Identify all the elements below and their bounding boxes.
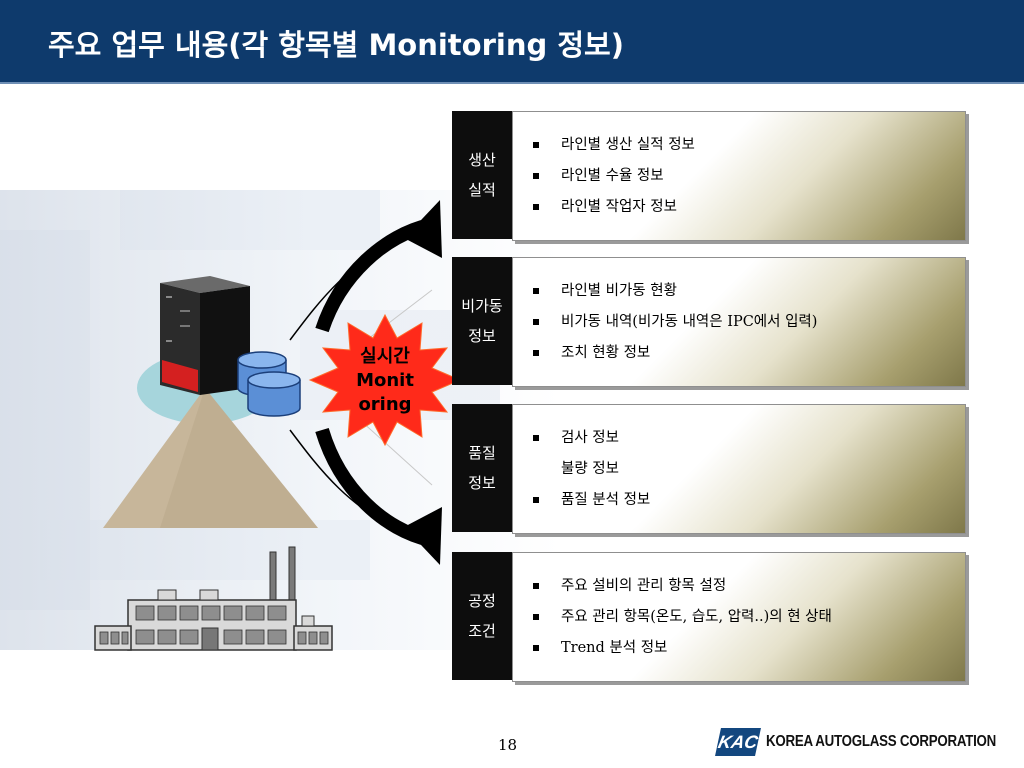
starburst-line-1: 실시간: [360, 346, 410, 367]
company-logo: KAC KOREA AUTOGLASS CORPORATION: [715, 727, 1024, 757]
panel-process: 주요 설비의 관리 항목 설정 주요 관리 항목(온도, 습도, 압력..)의 …: [512, 552, 966, 682]
starburst-label: 실시간 Monit oring: [330, 345, 440, 417]
category-label-downtime: 비가동 정보: [452, 257, 512, 385]
factory-icon: [94, 546, 333, 651]
starburst-line-2: Monit: [356, 370, 414, 391]
bullet-icon: [533, 288, 539, 294]
lower-arrow: [315, 427, 442, 565]
bullet-icon: [533, 319, 539, 325]
server-icon: [160, 276, 250, 395]
list-item: 품질 분석 정보: [533, 489, 650, 520]
bullet-icon: [533, 142, 539, 148]
list-item: 불량 정보: [561, 461, 619, 477]
panel-downtime: 라인별 비가동 현황 비가동 내역(비가동 내역은 IPC에서 입력) 조치 현…: [512, 257, 966, 387]
panel-production: 라인별 생산 실적 정보 라인별 수율 정보 라인별 작업자 정보: [512, 111, 966, 241]
panel-quality: 검사 정보 불량 정보 품질 분석 정보: [512, 404, 966, 534]
category-label-quality: 품질 정보: [452, 404, 512, 532]
category-label-production: 생산 실적: [452, 111, 512, 239]
category-label-process: 공정 조건: [452, 552, 512, 680]
list-item: 주요 설비의 관리 항목 설정: [533, 575, 832, 606]
item-list: 검사 정보 불량 정보 품질 분석 정보: [533, 427, 650, 520]
list-item: 라인별 생산 실적 정보: [533, 134, 695, 165]
page-number: 18: [498, 736, 518, 754]
upper-arrow: [315, 200, 442, 333]
bullet-icon: [533, 204, 539, 210]
bullet-icon: [533, 350, 539, 356]
monitoring-illustration: [94, 200, 462, 651]
item-list: 라인별 생산 실적 정보 라인별 수율 정보 라인별 작업자 정보: [533, 134, 695, 227]
logo-mark: KAC: [715, 728, 761, 756]
database-icon: [247, 371, 301, 417]
list-item: 라인별 수율 정보: [533, 165, 695, 196]
item-list: 주요 설비의 관리 항목 설정 주요 관리 항목(온도, 습도, 압력..)의 …: [533, 575, 832, 668]
starburst-line-3: oring: [358, 394, 412, 415]
bullet-icon: [533, 435, 539, 441]
header-divider: [0, 82, 1024, 84]
bullet-icon: [533, 173, 539, 179]
list-item: 라인별 비가동 현황: [533, 280, 817, 311]
bullet-icon: [533, 614, 539, 620]
list-item: 비가동 내역(비가동 내역은 IPC에서 입력): [533, 311, 817, 342]
bullet-icon: [533, 583, 539, 589]
slide-header: 주요 업무 내용(각 항목별 Monitoring 정보): [0, 0, 1024, 84]
list-item: 조치 현황 정보: [533, 342, 817, 373]
list-item: 검사 정보: [533, 427, 650, 458]
list-item: 라인별 작업자 정보: [533, 196, 695, 227]
starburst-shape: [308, 313, 462, 447]
company-name: KOREA AUTOGLASS CORPORATION: [766, 733, 997, 750]
bullet-icon: [533, 645, 539, 651]
slide-title: 주요 업무 내용(각 항목별 Monitoring 정보): [48, 28, 624, 62]
item-list: 라인별 비가동 현황 비가동 내역(비가동 내역은 IPC에서 입력) 조치 현…: [533, 280, 817, 373]
list-item: Trend 분석 정보: [533, 637, 832, 668]
bullet-icon: [533, 497, 539, 503]
list-item: 주요 관리 항목(온도, 습도, 압력..)의 현 상태: [533, 606, 832, 637]
